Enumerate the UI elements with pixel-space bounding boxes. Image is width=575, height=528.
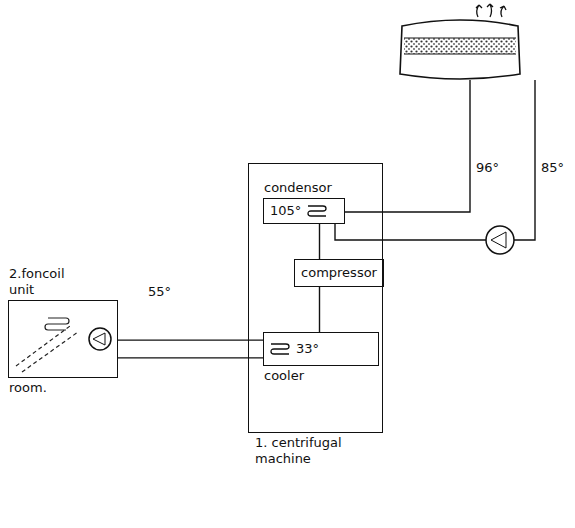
pump-symbol [89, 328, 111, 350]
value-text: 105° [270, 203, 301, 219]
box-content: compressor [295, 260, 383, 286]
compressor-box: compressor [294, 259, 384, 287]
temperature-label: 96° [476, 160, 499, 176]
pipe-connector [319, 287, 320, 332]
value-text: 33° [296, 341, 319, 357]
heading-text: 1. centrifugal machine [255, 435, 390, 468]
temperature-label: 55° [148, 284, 171, 300]
box-content: 105° [264, 199, 344, 223]
pipe-connector [319, 224, 320, 259]
coil-symbol [270, 342, 290, 356]
heading-text: cooler [264, 368, 304, 384]
machine-housing: 1. centrifugal machinecondensor105°compr… [248, 163, 383, 433]
cooling-tower [400, 4, 520, 79]
cooler-box: 33°cooler [263, 332, 379, 366]
fan-coil-symbol [16, 318, 78, 372]
temperature-label: 85° [541, 160, 564, 176]
heading-text: condensor [264, 180, 332, 196]
pipe-connector [118, 357, 263, 358]
pipe-connector [118, 340, 263, 341]
room-box: 2.foncoil unitroom. [8, 300, 118, 378]
coil-symbol [307, 204, 327, 218]
heading-text: room. [9, 380, 89, 396]
box-content: 33° [264, 333, 378, 365]
heading-text: 2.foncoil unit [9, 266, 89, 299]
condenser-box: condensor105° [263, 198, 345, 224]
condenser-water-pipe [335, 80, 535, 240]
pump-symbol [486, 226, 514, 254]
value-text: compressor [301, 265, 377, 281]
